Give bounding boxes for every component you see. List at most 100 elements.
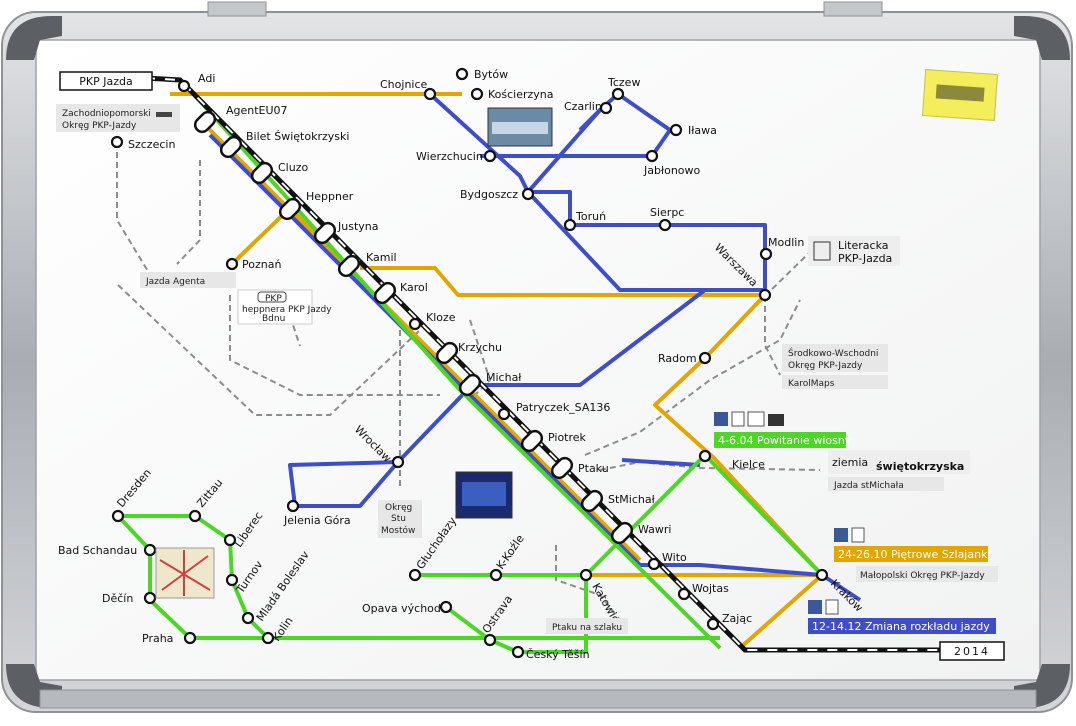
box-okreg-stu-line2: Stu (391, 514, 406, 524)
label-modlin: Modlin (768, 236, 804, 249)
dot-czarlin (599, 101, 613, 115)
label-adi: Adi (198, 72, 215, 85)
label-kielce: Kielce (732, 458, 765, 471)
box-okreg-stu (378, 500, 422, 538)
event-banner-2 (834, 546, 988, 562)
dot-chojnice (423, 87, 437, 101)
label-wawri: Wawri (638, 523, 672, 536)
label-kloze: Kloze (426, 311, 456, 324)
label-czarlin: Czarlin (564, 100, 602, 113)
facebook-icon[interactable] (834, 528, 848, 542)
dot-szczecin (110, 135, 124, 149)
dot-ilawa (669, 123, 683, 137)
box-malopolski-text: Małopolski Okręg PKP-Jazdy (860, 571, 985, 581)
dot-mlada (241, 611, 255, 625)
dot-decin (143, 591, 157, 605)
box-literacka-line1: Literacka (838, 239, 889, 252)
label-stmichal: StMichał (608, 493, 656, 506)
box-jazda-stmichala (828, 477, 944, 491)
interchange-stmichal (580, 489, 604, 513)
dot-kloze (408, 317, 422, 331)
label-opava: Opava východ (362, 602, 441, 615)
label-cluzo: Cluzo (278, 161, 308, 174)
dot-kolin (261, 631, 275, 645)
dot-bytow (455, 67, 469, 81)
map-icon[interactable] (747, 411, 765, 427)
box-ziemia-word1: ziemia (832, 456, 868, 469)
label-tczew: Tczew (607, 76, 640, 89)
facebook-icon[interactable] (808, 600, 822, 614)
title-box (59, 71, 153, 91)
document-icon[interactable] (851, 527, 865, 543)
document-icon[interactable] (731, 411, 745, 427)
title-text: PKP Jazda (79, 75, 132, 88)
dot-tczew (611, 87, 625, 101)
interchange-ptaku (550, 456, 574, 480)
document-icon[interactable] (825, 599, 839, 615)
interchange-heppner (278, 197, 302, 221)
dot-kielce (698, 449, 712, 463)
sticky-note-train (935, 84, 985, 102)
dot-wierzchucin (483, 149, 497, 163)
dot-dresden (111, 509, 125, 523)
interchange-krzychu (435, 341, 459, 365)
blue-lines (208, 92, 862, 602)
corner-cap-tr (1014, 16, 1070, 60)
label-wierzchucin: Wierzchucin (416, 150, 483, 163)
dot-koscierzyna (470, 87, 484, 101)
dot-zittau (188, 509, 202, 523)
pkp-logo-mark (257, 291, 287, 303)
label-zajac: Zając (722, 612, 752, 625)
event-3-label: 12-14.12 Zmiana rozkładu jazdy (812, 620, 990, 633)
armchair-icon (813, 241, 831, 261)
interchange-justyna (313, 221, 337, 245)
label-koscierzyna: Kościerzyna (488, 88, 554, 101)
box-ptaku-na-szlaku-text: Ptaku na szlaku (552, 623, 622, 633)
box-okreg-stu-line3: Mostów (381, 525, 415, 536)
label-poznan: Poznań (242, 258, 281, 271)
box-malopolski (856, 566, 998, 582)
box-ziemia-word2: świętokrzyska (876, 460, 964, 473)
label-bad: Bad Schandau (58, 544, 137, 557)
year-text: 2014 (954, 645, 990, 658)
label-chojnice: Chojnice (380, 78, 428, 91)
pkp-logo-text: PKP (265, 294, 282, 304)
label-praha: Praha (142, 632, 173, 645)
dot-ostrava (483, 633, 497, 647)
box-okreg-stu-line1: Okręg (385, 503, 412, 513)
label-agenteu07: AgentEU07 (226, 104, 288, 117)
box-karolmaps (782, 375, 888, 389)
dot-bydgoszcz (521, 187, 535, 201)
dot-poznan (225, 257, 239, 271)
dot-bad (143, 543, 157, 557)
gray-dashed-lines (116, 142, 821, 621)
dot-torun (563, 218, 577, 232)
board-hook-right (823, 1, 883, 17)
label-cesky: Český Těšín (526, 648, 590, 661)
dot-turnov (225, 573, 239, 587)
dot-cesky (511, 645, 525, 659)
dot-k-kozle (489, 568, 503, 582)
year-box (939, 641, 1005, 661)
label-wojtas: Wojtas (692, 582, 729, 595)
interchange-wawri (610, 521, 634, 545)
box-jazda-stmichala-text: Jazda stMichała (833, 481, 904, 491)
label-torun: Toruń (575, 210, 606, 223)
interchange-agenteu07 (193, 110, 217, 134)
camera-icon[interactable] (768, 414, 784, 426)
facebook-icon[interactable] (714, 412, 728, 426)
dot-adi (177, 79, 191, 93)
interchange-markers (193, 110, 634, 545)
box-jazda-agenta (140, 272, 236, 288)
dot-wito (647, 557, 661, 571)
dot-katowice (579, 568, 593, 582)
event-banners[interactable]: 4-6.04 Powitanie wiosny 24-26.10 Piętrow… (714, 411, 996, 634)
label-wito: Wito (662, 551, 687, 564)
dot-opava (439, 600, 453, 614)
dot-krakow (815, 568, 829, 582)
label-radom: Radom (658, 352, 697, 365)
dot-glucholazy (408, 568, 422, 582)
label-jablonowo: Jabłonowo (643, 164, 701, 177)
label-krzychu: Krzychu (458, 341, 502, 354)
